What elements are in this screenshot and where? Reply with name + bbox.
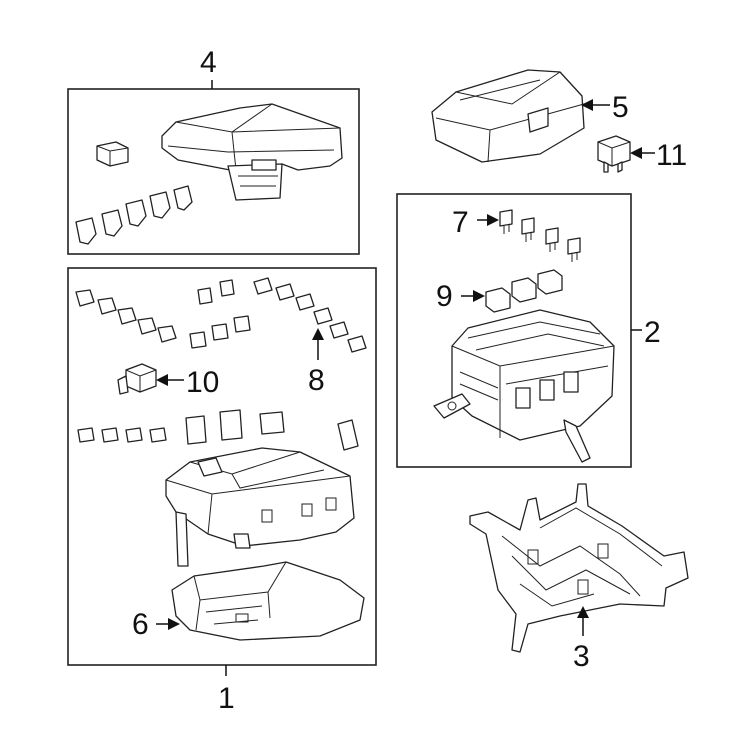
terminal-set-part	[77, 409, 359, 451]
group-5: 5	[431, 69, 629, 163]
callout-6: 6	[132, 608, 180, 641]
callout-label-8: 8	[308, 364, 325, 397]
fuse-clip-set-part	[75, 277, 367, 353]
callout-label-6: 6	[132, 608, 149, 641]
mini-fuse-set-part	[499, 209, 581, 262]
callout-2: 2	[631, 316, 661, 349]
group-4: 4	[67, 46, 360, 255]
relay-part	[597, 135, 631, 173]
callout-label-11: 11	[656, 139, 687, 172]
callout-label-2: 2	[644, 316, 661, 349]
clip-set-part	[75, 185, 193, 245]
callout-8: 8	[308, 328, 325, 397]
callout-label-4: 4	[200, 46, 217, 79]
callout-11: 11	[630, 139, 687, 172]
group-2: 7 9 2	[396, 193, 661, 468]
fuse-box-top-cover-part	[431, 69, 585, 163]
fuse-block-set-part	[485, 269, 563, 313]
group-3: 3	[469, 483, 689, 673]
callout-label-7: 7	[452, 206, 469, 239]
fuse-box-upper-cover-part	[161, 103, 343, 201]
small-connector-part	[96, 141, 129, 167]
callout-label-3: 3	[573, 640, 590, 673]
callout-10: 10	[156, 366, 219, 399]
callout-9: 9	[436, 280, 485, 313]
relay-holder-part	[117, 363, 157, 395]
group-11: 11	[597, 135, 687, 173]
group-1: 8 10	[67, 267, 377, 715]
callout-5: 5	[581, 91, 629, 124]
fuse-box-body-part	[165, 447, 355, 567]
callout-7: 7	[452, 206, 499, 239]
group-1-frame	[67, 267, 377, 666]
callout-label-10: 10	[186, 366, 219, 399]
callout-1: 1	[218, 665, 235, 715]
fuse-box-lower-cover-part	[171, 561, 365, 641]
callout-label-9: 9	[436, 280, 453, 313]
mounting-bracket-part	[469, 483, 689, 653]
callout-3: 3	[573, 606, 590, 673]
callout-4: 4	[200, 46, 217, 89]
fuse-box-main-part	[433, 309, 615, 463]
callout-label-5: 5	[612, 91, 629, 124]
group-4-frame	[67, 88, 360, 255]
callout-label-1: 1	[218, 682, 235, 715]
